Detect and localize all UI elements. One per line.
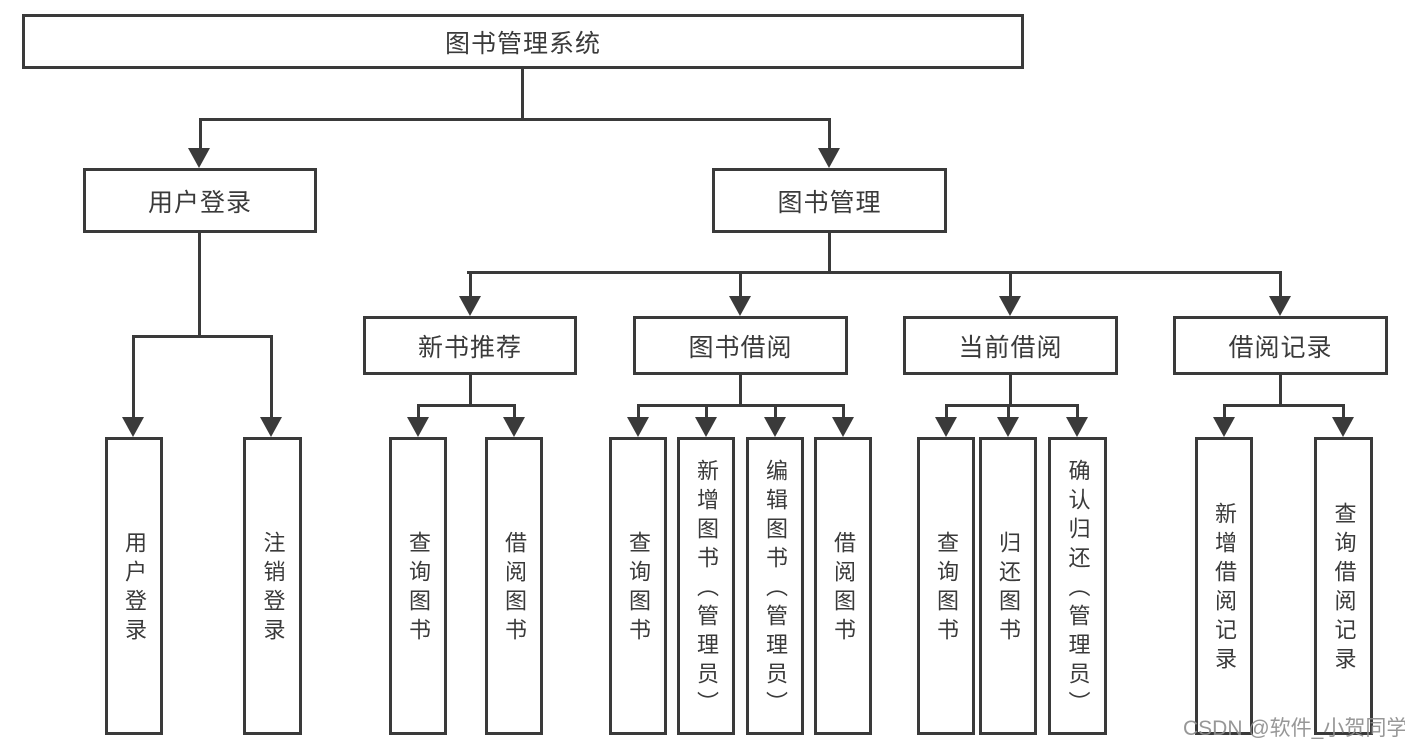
node-query-books-recommend: 查询图书 bbox=[389, 437, 447, 735]
arrow-down-icon bbox=[407, 417, 429, 437]
node-return-books: 归还图书 bbox=[979, 437, 1037, 735]
arrow-down-icon bbox=[503, 417, 525, 437]
arrow-down-icon bbox=[729, 296, 751, 316]
node-query-books-current: 查询图书 bbox=[917, 437, 975, 735]
node-borrow-books-borrowing: 借阅图书 bbox=[814, 437, 872, 735]
arrow-down-icon bbox=[818, 148, 840, 168]
node-add-books-admin: 新增图书（管理员） bbox=[677, 437, 735, 735]
node-query-borrow-record: 查询借阅记录 bbox=[1314, 437, 1373, 735]
arrow-down-icon bbox=[627, 417, 649, 437]
arrow-down-icon bbox=[764, 417, 786, 437]
node-library-management-system: 图书管理系统 bbox=[22, 14, 1024, 69]
arrow-down-icon bbox=[695, 417, 717, 437]
node-edit-books-admin: 编辑图书（管理员） bbox=[746, 437, 804, 735]
arrow-down-icon bbox=[459, 296, 481, 316]
arrow-down-icon bbox=[1332, 417, 1354, 437]
arrow-down-icon bbox=[935, 417, 957, 437]
arrow-down-icon bbox=[832, 417, 854, 437]
arrow-down-icon bbox=[1066, 417, 1088, 437]
arrow-down-icon bbox=[260, 417, 282, 437]
node-confirm-return-admin: 确认归还（管理员） bbox=[1048, 437, 1107, 735]
arrow-down-icon bbox=[122, 417, 144, 437]
node-logout-action: 注销登录 bbox=[243, 437, 302, 735]
node-book-borrowing: 图书借阅 bbox=[633, 316, 848, 375]
arrow-down-icon bbox=[999, 296, 1021, 316]
node-user-login: 用户登录 bbox=[83, 168, 317, 233]
arrow-down-icon bbox=[1269, 296, 1291, 316]
node-query-books-borrowing: 查询图书 bbox=[609, 437, 667, 735]
node-new-book-recommendation: 新书推荐 bbox=[363, 316, 577, 375]
node-user-login-action: 用户登录 bbox=[105, 437, 163, 735]
csdn-watermark: CSDN @软件_小贺同学 bbox=[1183, 717, 1405, 740]
node-book-management: 图书管理 bbox=[712, 168, 947, 233]
node-borrow-books-recommend: 借阅图书 bbox=[485, 437, 543, 735]
node-borrowing-records: 借阅记录 bbox=[1173, 316, 1388, 375]
arrow-down-icon bbox=[188, 148, 210, 168]
arrow-down-icon bbox=[1213, 417, 1235, 437]
arrow-down-icon bbox=[997, 417, 1019, 437]
node-current-borrowing: 当前借阅 bbox=[903, 316, 1118, 375]
node-add-borrow-record: 新增借阅记录 bbox=[1195, 437, 1253, 735]
